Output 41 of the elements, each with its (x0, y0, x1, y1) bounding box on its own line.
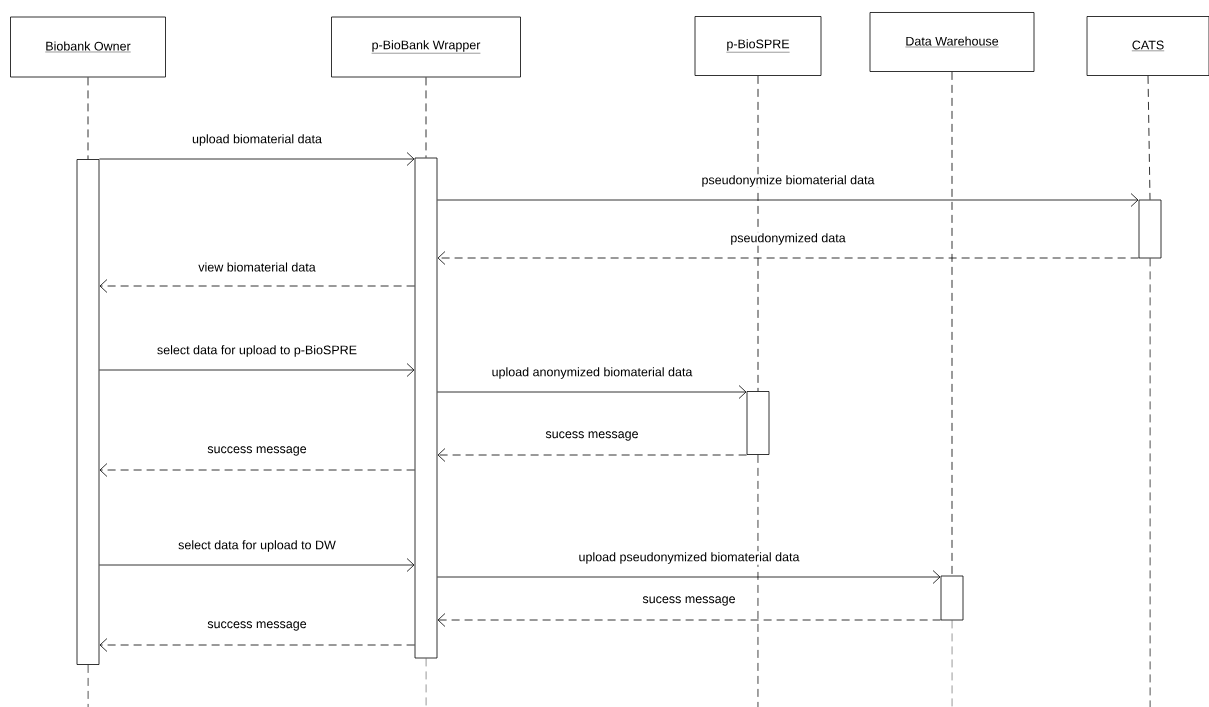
return-arrow (99, 638, 415, 652)
message-arrow (437, 193, 1139, 207)
return-arrow (437, 448, 747, 462)
edge-label: pseudonymize biomaterial data (700, 174, 876, 188)
edge-label: pseudonymized data (729, 232, 847, 246)
edge-label: upload biomaterial data (191, 133, 323, 147)
message-arrow (437, 385, 747, 399)
lifeline (87, 664, 89, 707)
lifeline-head-box: p-BioSPRE (694, 16, 822, 76)
edge-label: select data for upload to p-BioSPRE (155, 344, 359, 358)
activation-bar (940, 575, 964, 621)
edge-label: upload pseudonymized biomaterial data (577, 551, 801, 565)
edge-label: success message (206, 620, 308, 632)
activation-bar (746, 391, 770, 455)
edge-label: sucess message (544, 430, 640, 442)
message-arrow (99, 558, 415, 572)
lifeline (1149, 258, 1151, 707)
lifeline (757, 75, 759, 392)
lifeline (757, 454, 759, 707)
edge-label: upload anonymized biomaterial data (490, 366, 694, 380)
edge-label: view biomaterial data (197, 261, 317, 273)
activation-bar (1138, 199, 1162, 259)
return-arrow (99, 463, 415, 477)
activation-bar (414, 157, 438, 659)
return-arrow (437, 251, 1139, 265)
lifeline-head-box: Data Warehouse (869, 12, 1035, 72)
message-arrow (99, 363, 415, 377)
lifeline-head-box: CATS (1086, 16, 1209, 76)
return-arrow (99, 279, 415, 293)
edge-label: sucess message (641, 595, 737, 607)
message-arrow (437, 570, 941, 584)
lifeline (425, 77, 427, 158)
edge-label: select data for upload to DW (177, 539, 337, 553)
lifeline (87, 77, 89, 160)
lifeline-head-box: Biobank Owner (10, 16, 166, 78)
return-arrow (437, 613, 941, 627)
lifeline-head-box: p-BioBank Wrapper (331, 16, 521, 78)
activation-bar (76, 159, 100, 665)
lifeline (1147, 75, 1151, 200)
edge-label: success message (206, 445, 308, 457)
message-arrow (99, 152, 415, 166)
